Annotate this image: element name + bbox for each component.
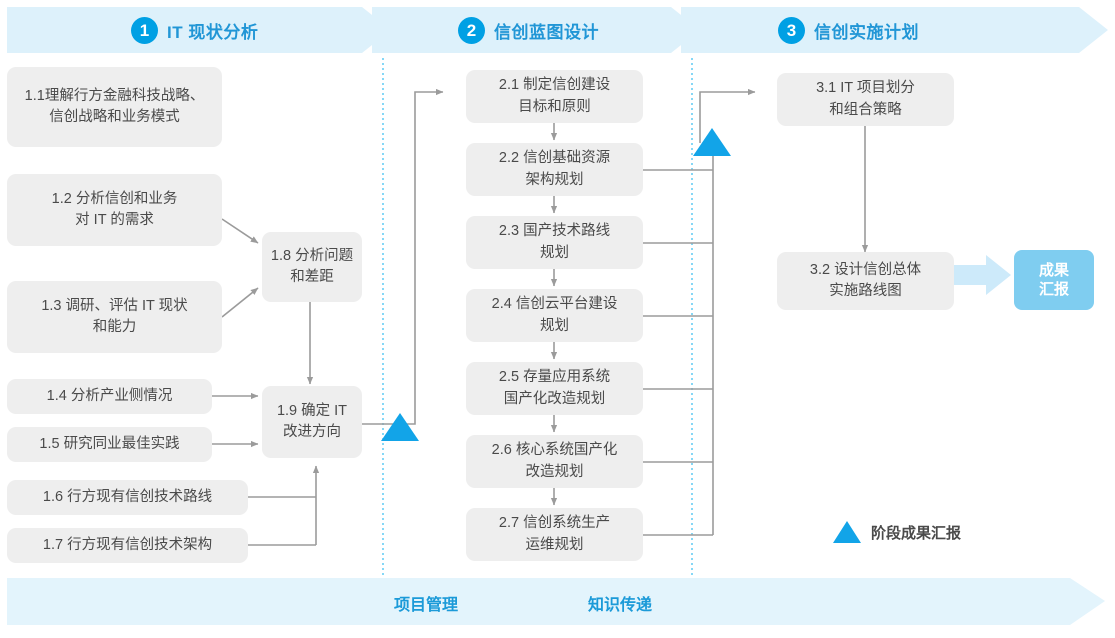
task-1-9-line2: 改进方向 [282,424,341,440]
connectors-phase1 [212,88,444,546]
phase-divider-lines [382,58,693,576]
phase-number-1: 1 [131,16,158,44]
phase-header-3: 3 信创实施计划 [778,8,919,52]
task-1-3-line1: 1.3 调研、评估 IT 现状 [41,297,188,314]
band-label-text-2: 知识传递 [588,597,653,614]
task-box-1-9[interactable]: 1.9 确定 IT 改进方向 [262,386,362,458]
task-2-4-line2: 规划 [540,317,569,334]
task-box-3-1[interactable]: 3.1 IT 项目划分 和组合策略 [777,73,954,126]
task-box-1-8[interactable]: 1.8 分析问题 和差距 [262,232,362,302]
task-2-3-line1: 2.3 国产技术路线 [498,223,611,240]
task-2-1-line2: 目标和原则 [518,98,591,115]
task-box-1-4[interactable]: 1.4 分析产业侧情况 [7,379,212,414]
task-1-1-line2: 信创战略和业务模式 [49,109,180,125]
task-1-8-line1: 1.8 分析问题 [270,247,354,264]
task-box-3-2[interactable]: 3.2 设计信创总体 实施路线图 [777,252,954,310]
task-box-2-2[interactable]: 2.2 信创基础资源 架构规划 [466,143,643,196]
deliverable-block-arrow [953,255,1011,295]
task-1-3-line2: 和能力 [92,319,137,335]
task-2-5-line1: 2.5 存量应用系统 [498,369,611,386]
task-2-7-line1: 2.7 信创系统生产 [498,515,611,532]
band-label-project-management: 项目管理 [394,591,458,615]
task-box-1-1[interactable]: 1.1理解行方金融科技战略、 信创战略和业务模式 [7,67,222,147]
task-2-7-line2: 运维规划 [525,536,584,553]
task-1-9-line1: 1.9 确定 IT [276,402,348,419]
task-1-4-label: 1.4 分析产业侧情况 [46,387,173,404]
task-box-2-7[interactable]: 2.7 信创系统生产 运维规划 [466,508,643,561]
task-3-2-line2: 实施路线图 [829,283,902,299]
triangle-up-icon [833,521,861,543]
task-box-2-3[interactable]: 2.3 国产技术路线 规划 [466,216,643,269]
task-box-2-5[interactable]: 2.5 存量应用系统 国产化改造规划 [466,362,643,415]
phase-header-1: 1 IT 现状分析 [131,8,258,52]
task-2-5-line2: 国产化改造规划 [503,390,606,407]
task-2-2-line1: 2.2 信创基础资源 [498,150,611,167]
task-2-6-line2: 改造规划 [525,463,584,480]
phase-header-2: 2 信创蓝图设计 [458,8,599,52]
task-2-3-line2: 规划 [540,244,569,261]
task-box-1-5[interactable]: 1.5 研究同业最佳实践 [7,427,212,462]
legend-label: 阶段成果汇报 [871,524,962,542]
task-2-4-line1: 2.4 信创云平台建设 [491,296,618,313]
task-1-2-line2: 对 IT 的需求 [75,212,154,228]
task-1-2-line1: 1.2 分析信创和业务 [51,190,178,207]
connectors-bus-to-phase3 [643,88,869,536]
deliverable-line2: 汇报 [1038,281,1069,298]
task-box-1-2[interactable]: 1.2 分析信创和业务 对 IT 的需求 [7,174,222,246]
task-1-5-label: 1.5 研究同业最佳实践 [39,435,180,452]
legend-milestone: 阶段成果汇报 [833,521,961,543]
task-1-7-label: 1.7 行方现有信创技术架构 [42,536,213,553]
task-1-8-line2: 和差距 [290,269,334,285]
band-label-text-1: 项目管理 [394,597,459,614]
task-3-1-line2: 和组合策略 [829,101,902,118]
task-1-1-line1: 1.1理解行方金融科技战略、 [24,87,205,104]
task-box-2-4[interactable]: 2.4 信创云平台建设 规划 [466,289,643,342]
band-label-knowledge-transfer: 知识传递 [588,591,652,615]
phase-title-1: IT 现状分析 [167,22,259,42]
task-box-1-7[interactable]: 1.7 行方现有信创技术架构 [7,528,248,563]
task-2-1-line1: 2.1 制定信创建设 [498,77,611,94]
task-box-2-6[interactable]: 2.6 核心系统国产化 改造规划 [466,435,643,488]
task-3-2-line1: 3.2 设计信创总体 [809,261,922,278]
phase-title-2: 信创蓝图设计 [494,22,599,42]
task-2-2-line2: 架构规划 [525,171,584,188]
task-box-1-3[interactable]: 1.3 调研、评估 IT 现状 和能力 [7,281,222,353]
task-3-1-line1: 3.1 IT 项目划分 [816,80,915,97]
task-1-6-label: 1.6 行方现有信创技术路线 [42,488,213,505]
phase-number-2: 2 [458,16,485,44]
phase-title-3: 信创实施计划 [814,22,919,42]
task-box-2-1[interactable]: 2.1 制定信创建设 目标和原则 [466,70,643,123]
task-2-6-line1: 2.6 核心系统国产化 [491,442,618,459]
deliverable-line1: 成果 [1038,261,1069,279]
task-box-1-6[interactable]: 1.6 行方现有信创技术路线 [7,480,248,515]
bottom-band [7,578,1105,625]
deliverable-box[interactable]: 成果 汇报 [1014,250,1094,310]
phase-number-3: 3 [778,16,805,44]
